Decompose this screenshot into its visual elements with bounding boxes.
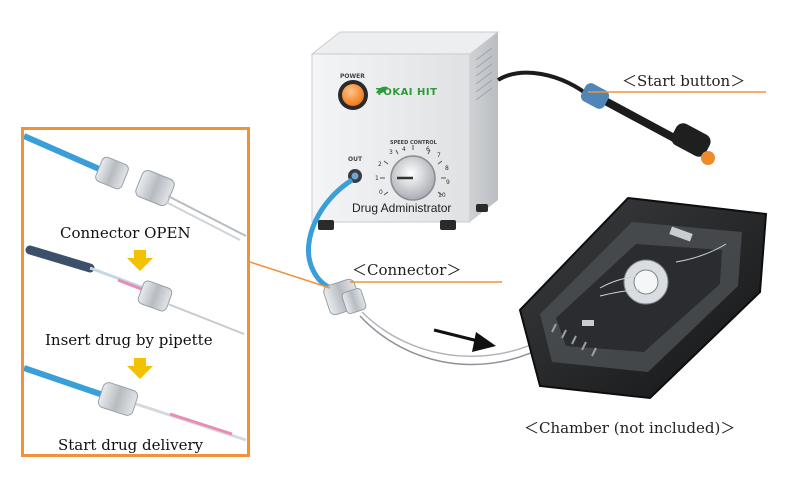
step-1-illustration: [22, 133, 247, 241]
flow-direction-arrow: [433, 328, 496, 352]
step-arrow-1: [127, 250, 153, 271]
drug-administrator-device: [310, 31, 500, 230]
step-1-label: Connector OPEN: [60, 224, 191, 242]
dial-number: 9: [446, 179, 450, 186]
dial-number: 2: [378, 161, 382, 168]
power-button[interactable]: [342, 84, 364, 106]
chamber: [518, 196, 768, 400]
step-arrow-2: [127, 358, 153, 379]
panel-leader-line: [249, 261, 331, 289]
connector[interactable]: [322, 278, 367, 316]
start-button-callout: ＜Start button＞: [622, 72, 746, 90]
dial-number: 0: [379, 189, 383, 196]
step-3-illustration: [23, 365, 247, 442]
dial-number: 4: [402, 146, 406, 153]
start-button-tip[interactable]: [701, 151, 715, 165]
step-2-illustration: [25, 245, 245, 335]
dial-number: 3: [389, 149, 393, 156]
power-label: POWER: [340, 73, 365, 80]
chamber-callout: ＜Chamber (not included)＞: [524, 419, 736, 437]
blue-tube: [306, 177, 354, 293]
dial-number: 1: [375, 175, 379, 182]
start-button-cable: [496, 70, 594, 100]
dial-number: 10: [438, 192, 446, 199]
dial-number: 6: [426, 146, 430, 153]
brand-logo-text: TOKAI HIT: [376, 87, 438, 98]
connector-steps-panel: [21, 127, 250, 457]
device-name-label: Drug Administrator: [352, 201, 452, 215]
start-button-remote[interactable]: [579, 81, 715, 165]
speed-control-label: SPEED CONTROL: [390, 140, 437, 146]
dial-number: 7: [437, 152, 441, 159]
dial-number: 8: [445, 165, 449, 172]
connector-callout: ＜Connector＞: [352, 261, 462, 279]
brand-leaf-icon: [376, 86, 388, 94]
step-3-label: Start drug delivery: [58, 436, 204, 454]
out-label: OUT: [348, 156, 363, 163]
step-2-label: Insert drug by pipette: [45, 331, 213, 349]
